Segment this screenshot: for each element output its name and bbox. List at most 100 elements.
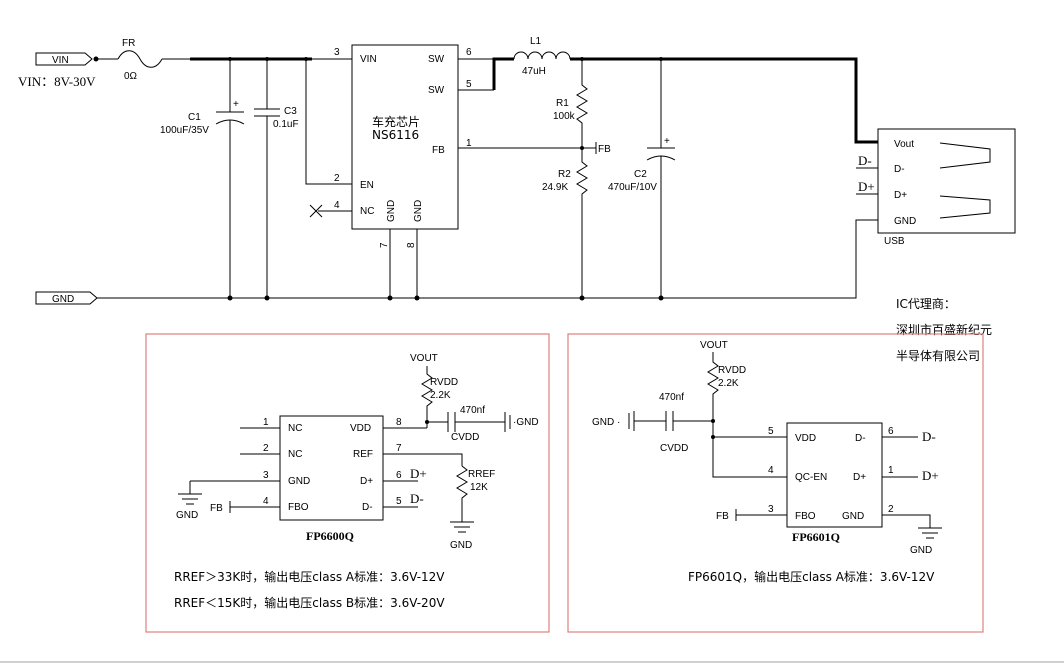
ns6116-pin-gnd1: GND	[386, 200, 397, 222]
fp6600q-num-5: 5	[396, 496, 402, 507]
ns6116-pin-vin: VIN	[360, 54, 377, 65]
sw-bus	[492, 57, 514, 90]
svg-text:+: +	[664, 136, 670, 147]
fuse-value: 0Ω	[124, 71, 138, 82]
fp6601q-chip: VDD QC-EN FBO D- D+ GND	[786, 422, 883, 528]
fp6601q-pin-right-3: GND	[842, 511, 864, 522]
fp6600q-cvdd-ref: CVDD	[451, 432, 479, 443]
fp6600q-note-1: RREF＞33K时，输出电压class A标准：3.6V-12V	[174, 569, 445, 584]
fp6601q-rvdd-ref: RVDD	[718, 365, 746, 376]
c1-value: 100uF/35V	[160, 125, 209, 136]
fp6600q-pin-right-4: D-	[362, 502, 373, 513]
fp6601q-cvdd: GND · 470nf CVDD	[592, 392, 713, 454]
fp6600q-title: FP6600Q	[306, 529, 354, 543]
gnd-port-label: GND	[52, 294, 74, 305]
fp6600q-cvdd-value: 470nf	[460, 405, 485, 416]
fp6600q-num-8: 8	[396, 417, 402, 428]
fp6600q-gnd-left-label: GND	[176, 510, 198, 521]
fp6601q-cvdd-value: 470nf	[659, 392, 684, 403]
fp6601q-num-1: 1	[888, 465, 894, 476]
fp6600q-ext-dp: D+	[410, 466, 427, 481]
capacitor-c2: + C2 470uF/10V	[608, 57, 676, 301]
fp6601q-ext-dm: D-	[922, 429, 936, 444]
fp6600q-rvdd: RVDD 2.2K	[421, 366, 458, 428]
fp6601q-cvdd-ref: CVDD	[660, 443, 688, 454]
usb-label: USB	[884, 236, 905, 247]
fp6600q-rref-value: 12K	[470, 482, 488, 493]
fp6601q-pin-right-1: D-	[855, 433, 866, 444]
fp6601q-num-4: 4	[768, 465, 774, 476]
fp6601q-frame	[567, 333, 984, 633]
ns6116-chip: VIN SW SW FB EN NC GND GND 车充芯片 NS6116 3…	[334, 44, 472, 248]
fp6600q-pin-left-4: FBO	[288, 502, 309, 513]
ns6116-pin-en: EN	[360, 180, 374, 191]
ns6116-num-3: 3	[334, 47, 340, 58]
fp6601q-gnd-label: GND	[910, 545, 932, 556]
fp6600q-num-2: 2	[263, 443, 269, 454]
distributor-line2: 深圳市百盛新纪元	[896, 322, 992, 337]
fp6600q-gnd-symbol-left: GND	[176, 481, 202, 521]
usb-ext-dm: D-	[858, 153, 872, 168]
ns6116-num-5: 5	[466, 79, 472, 90]
fuse-fr: FR 0Ω	[96, 38, 190, 82]
fp6601q-pin-right-2: D+	[853, 472, 866, 483]
fp6601q-title: FP6601Q	[792, 530, 840, 544]
fp6601q-right-wires	[882, 436, 931, 528]
r1-value: 100k	[553, 111, 576, 122]
fp6600q-vout-label: VOUT	[410, 353, 438, 364]
fuse-ref: FR	[122, 38, 135, 49]
capacitor-c3: C3 0.1uF	[254, 57, 299, 301]
ns6116-num-6: 6	[466, 47, 472, 58]
fp6601q-gnd-symbol: GND	[910, 527, 942, 556]
ns6116-num-2: 2	[334, 173, 340, 184]
fp6601q-num-2: 2	[888, 504, 894, 515]
fp6601q-rvdd: RVDD 2.2K	[707, 352, 746, 437]
fp6601q-pin-left-3: FBO	[795, 511, 816, 522]
fp6600q-gnd-right-label: GND	[450, 540, 472, 551]
fp6601q-cvdd-gnd: GND ·	[592, 417, 620, 428]
fp6601q-pin-left-1: VDD	[795, 433, 816, 444]
fp6600q-pin-right-1: VDD	[350, 423, 371, 434]
distributor-line1: IC代理商：	[896, 296, 956, 311]
ns6116-pin-fb: FB	[432, 145, 445, 156]
resistor-r1: R1 100k	[553, 59, 588, 148]
ns6116-pin-sw1: SW	[428, 54, 445, 65]
fp6600q-rref: RREF 12K GND	[450, 465, 495, 551]
fp6600q-num-6: 6	[396, 470, 402, 481]
vin-range-label: VIN：8V-30V	[18, 74, 96, 89]
gnd-port: GND	[35, 291, 98, 305]
r2-value: 24.9K	[542, 182, 568, 193]
fp6600q-rref-ref: RREF	[468, 469, 495, 480]
c1-ref: C1	[188, 112, 201, 123]
fp6601q-rvdd-value: 2.2K	[718, 378, 739, 389]
fp6600q-frame	[145, 333, 550, 633]
fp6600q-note-2: RREF＜15K时，输出电压class B标准：3.6V-20V	[174, 595, 445, 610]
resistor-r2: R2 24.9K	[542, 148, 588, 301]
ns6116-num-4: 4	[334, 200, 340, 211]
fp6600q-pin-right-3: D+	[360, 476, 373, 487]
fp6601q-ext-dp: D+	[922, 468, 939, 483]
r2-ref: R2	[558, 169, 571, 180]
gnd-bus	[97, 219, 878, 299]
fp6600q-rvdd-ref: RVDD	[430, 377, 458, 388]
vout-bus	[570, 57, 878, 144]
usb-pin-vout: Vout	[894, 139, 914, 150]
fp6601q-qcen-wire	[712, 437, 787, 478]
fp6600q-pin-left-2: NC	[288, 449, 302, 460]
fp6600q-d-wires	[383, 480, 418, 508]
fp6600q-rvdd-value: 2.2K	[430, 390, 451, 401]
c3-value: 0.1uF	[273, 119, 299, 130]
c2-ref: C2	[634, 169, 647, 180]
usb-pin-gnd: GND	[894, 216, 916, 227]
fp6600q-pin-left-3: GND	[288, 476, 310, 487]
fb-net-label: FB	[598, 144, 611, 155]
ns6116-num-7: 7	[379, 242, 390, 248]
fp6600q-cvdd: 470nf CVDD ·GND	[427, 405, 539, 443]
vin-port-label: VIN	[52, 55, 69, 66]
usb-contact-1	[939, 142, 991, 169]
fp6600q-pin-right-2: REF	[353, 449, 373, 460]
c3-ref: C3	[284, 106, 297, 117]
en-wire	[305, 59, 352, 185]
capacitor-c1: + C1 100uF/35V	[160, 57, 245, 301]
